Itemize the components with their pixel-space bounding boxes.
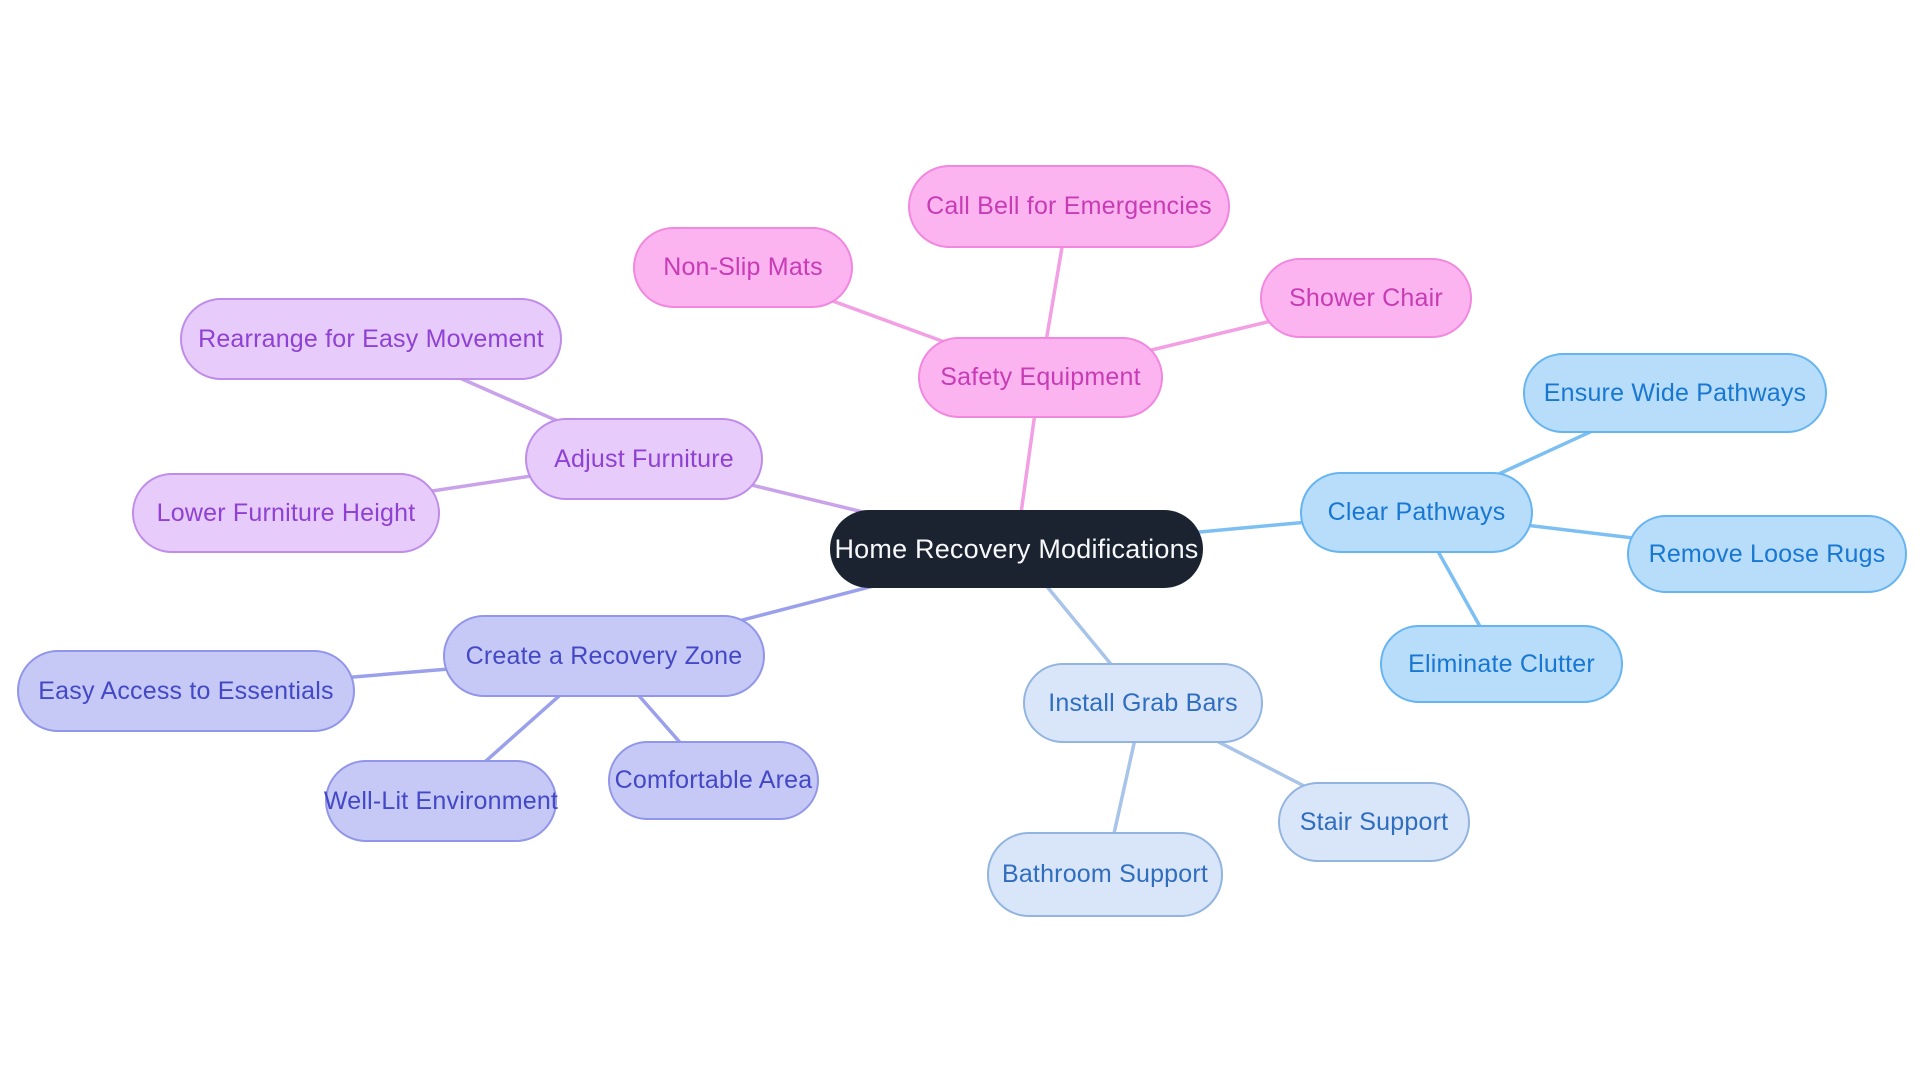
node-shower-chair[interactable]: Shower Chair [1260, 258, 1472, 338]
node-comfortable-area[interactable]: Comfortable Area [608, 741, 819, 820]
node-safety-equipment[interactable]: Safety Equipment [918, 337, 1163, 418]
node-easy-access-to-essentials[interactable]: Easy Access to Essentials [17, 650, 355, 732]
node-lower-furniture-height[interactable]: Lower Furniture Height [132, 473, 440, 553]
node-remove-loose-rugs[interactable]: Remove Loose Rugs [1627, 515, 1907, 593]
node-adjust-furniture[interactable]: Adjust Furniture [525, 418, 763, 500]
node-stair-support[interactable]: Stair Support [1278, 782, 1470, 862]
node-rearrange-for-easy-movement[interactable]: Rearrange for Easy Movement [180, 298, 562, 380]
node-well-lit-environment[interactable]: Well-Lit Environment [324, 760, 558, 842]
node-install-grab-bars[interactable]: Install Grab Bars [1023, 663, 1263, 743]
node-clear-pathways[interactable]: Clear Pathways [1300, 472, 1533, 553]
node-non-slip-mats[interactable]: Non-Slip Mats [633, 227, 853, 308]
node-home-recovery-modifications[interactable]: Home Recovery Modifications [830, 510, 1203, 588]
node-eliminate-clutter[interactable]: Eliminate Clutter [1380, 625, 1623, 703]
node-call-bell-for-emergencies[interactable]: Call Bell for Emergencies [908, 165, 1230, 248]
node-create-a-recovery-zone[interactable]: Create a Recovery Zone [443, 615, 765, 697]
node-ensure-wide-pathways[interactable]: Ensure Wide Pathways [1523, 353, 1827, 433]
node-bathroom-support[interactable]: Bathroom Support [987, 832, 1223, 917]
